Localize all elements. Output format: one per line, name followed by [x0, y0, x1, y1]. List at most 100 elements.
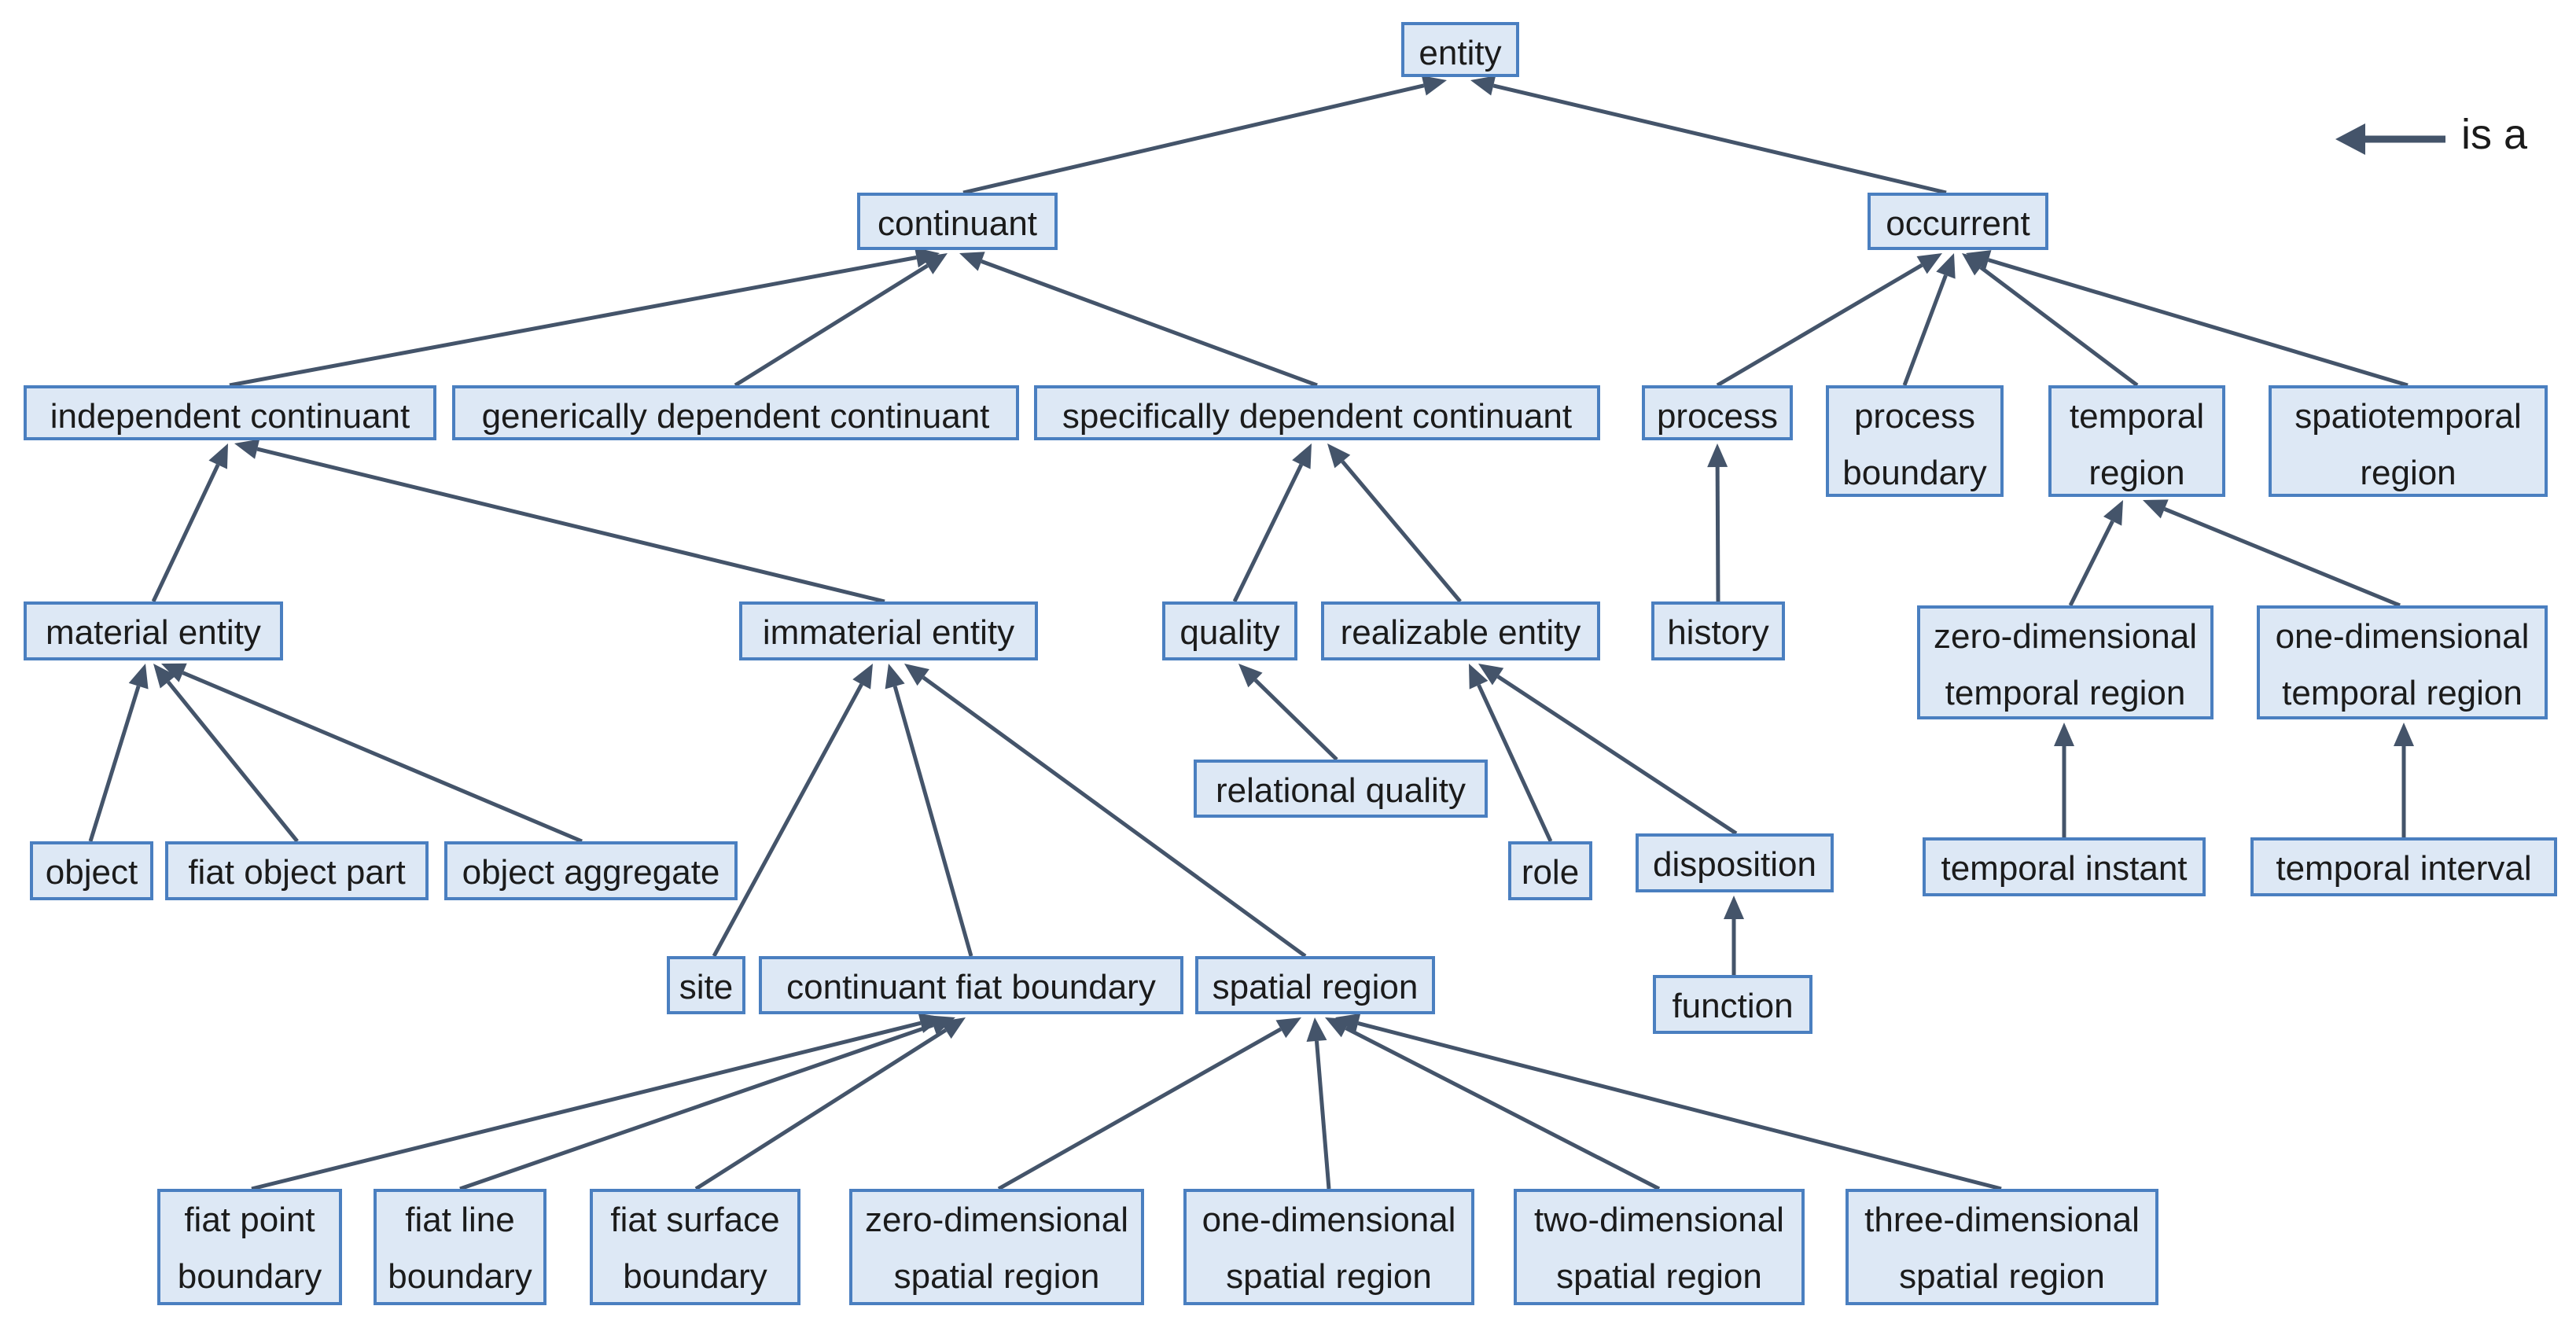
node-label-line: fiat object part — [188, 853, 406, 892]
node-label-line: object aggregate — [462, 853, 720, 892]
node-site: site — [667, 956, 745, 1014]
node-label-line: boundary — [623, 1257, 767, 1296]
arrowhead-process-boundary — [1936, 253, 1956, 279]
node-label-line: fiat line — [405, 1201, 515, 1239]
node-relational-quality: relational quality — [1194, 760, 1488, 818]
node-label-line: region — [2360, 454, 2456, 492]
arrowhead-role — [1469, 664, 1489, 690]
node-continuant: continuant — [857, 193, 1058, 250]
edge-material-entity-to-independent-continuant — [151, 464, 220, 603]
arrowhead-fiat-surface-boundary — [940, 1017, 966, 1039]
node-label-line: spatial region — [1899, 1257, 2105, 1296]
node-label-line: temporal region — [1945, 674, 2186, 712]
node-process-boundary: process boundary — [1826, 385, 2004, 497]
edge-quality-to-specifically-dependent-continuant — [1232, 463, 1304, 603]
edge-one-dimensional-spatial-region-to-spatial-region — [1314, 1040, 1331, 1190]
edge-fiat-point-boundary-to-continuant-fiat-boundary — [251, 1021, 922, 1191]
node-label-line: specifically dependent continuant — [1062, 397, 1573, 436]
arrowhead-history — [1707, 443, 1728, 468]
node-label-line: site — [679, 968, 734, 1006]
edge-two-dimensional-spatial-region-to-spatial-region — [1345, 1026, 1661, 1191]
node-material-entity: material entity — [24, 601, 283, 660]
arrowhead-fiat-object-part — [153, 664, 176, 689]
arrowhead-temporal-interval — [2394, 723, 2414, 746]
node-label-line: spatial region — [1556, 1257, 1762, 1296]
node-label-line: fiat point — [184, 1201, 315, 1239]
arrowhead-specifically-dependent-continuant — [959, 252, 985, 271]
node-object-aggregate: object aggregate — [444, 841, 738, 900]
edge-specifically-dependent-continuant-to-continuant — [981, 259, 1318, 388]
arrowhead-material-entity — [208, 443, 228, 469]
node-label-line: independent continuant — [50, 397, 410, 436]
node-two-dimensional-spatial-region: two-dimensional spatial region — [1514, 1189, 1805, 1305]
edge-zero-dimensional-temporal-region-to-temporal-region — [2068, 520, 2114, 607]
node-label-line: two-dimensional — [1534, 1201, 1784, 1239]
edge-fiat-object-part-to-material-entity — [166, 680, 299, 843]
arrowhead-disposition — [1478, 664, 1504, 686]
node-occurrent: occurrent — [1868, 193, 2048, 250]
node-label-line: fiat surface — [610, 1201, 780, 1239]
edge-zero-dimensional-spatial-region-to-spatial-region — [997, 1027, 1282, 1191]
arrowhead-one-dimensional-spatial-region — [1306, 1017, 1327, 1042]
node-label-line: material entity — [46, 613, 261, 652]
node-label-line: function — [1672, 987, 1794, 1025]
arrowhead-immaterial-entity — [234, 439, 260, 459]
edge-site-to-immaterial-entity — [712, 683, 863, 958]
edge-continuant-to-entity — [962, 83, 1425, 195]
node-label-line: temporal interval — [2276, 849, 2532, 888]
node-independent-continuant: independent continuant — [24, 385, 436, 440]
edge-occurrent-to-entity — [1492, 83, 1947, 195]
edges-layer — [88, 75, 2414, 1191]
edge-process-to-occurrent — [1716, 263, 1923, 388]
arrowhead-continuant-fiat-boundary — [885, 664, 905, 690]
edge-immaterial-entity-to-independent-continuant — [256, 447, 885, 604]
arrowhead-spatial-region — [904, 664, 929, 686]
node-continuant-fiat-boundary: continuant fiat boundary — [759, 956, 1183, 1014]
node-label-line: occurrent — [1886, 204, 2030, 243]
arrowhead-zero-dimensional-temporal-region — [2103, 500, 2123, 526]
arrowhead-temporal-instant — [2054, 723, 2074, 746]
edge-realizable-entity-to-specifically-dependent-continuant — [1341, 460, 1462, 603]
node-fiat-line-boundary: fiat line boundary — [374, 1189, 546, 1305]
edge-fiat-line-boundary-to-continuant-fiat-boundary — [459, 1023, 934, 1191]
node-label-line: zero-dimensional — [864, 1201, 1129, 1239]
node-label-line: one-dimensional — [1202, 1201, 1456, 1239]
arrowhead-three-dimensional-spatial-region — [1335, 1013, 1361, 1034]
node-specifically-dependent-continuant: specifically dependent continuant — [1034, 385, 1600, 440]
legend-arrowhead — [2335, 123, 2365, 155]
edge-independent-continuant-to-continuant — [229, 256, 917, 388]
edge-spatiotemporal-region-to-occurrent — [1988, 258, 2409, 388]
node-label-line: object — [45, 853, 138, 892]
node-fiat-surface-boundary: fiat surface boundary — [590, 1189, 800, 1305]
node-object: object — [30, 841, 153, 900]
arrowhead-relational-quality — [1238, 664, 1263, 688]
node-label-line: one-dimensional — [2275, 617, 2530, 656]
arrowhead-zero-dimensional-spatial-region — [1275, 1017, 1301, 1039]
node-spatial-region: spatial region — [1195, 956, 1435, 1014]
edge-role-to-realizable-entity — [1477, 684, 1553, 843]
edge-object-to-material-entity — [88, 685, 141, 842]
node-one-dimensional-spatial-region: one-dimensional spatial region — [1183, 1189, 1474, 1305]
node-generically-dependent-continuant: generically dependent continuant — [452, 385, 1019, 440]
node-label-line: disposition — [1653, 845, 1816, 884]
node-label-line: boundary — [1842, 454, 1987, 492]
node-label-line: boundary — [388, 1257, 532, 1296]
node-label-line: spatial region — [1212, 968, 1419, 1006]
node-label-line: spatial region — [1226, 1257, 1432, 1296]
node-label-line: process — [1853, 397, 1976, 436]
arrowhead-site — [852, 664, 873, 690]
node-fiat-object-part: fiat object part — [165, 841, 429, 900]
edge-generically-dependent-continuant-to-continuant — [734, 263, 929, 388]
edge-spatial-region-to-immaterial-entity — [922, 675, 1307, 958]
legend — [2335, 123, 2445, 155]
node-label-line: temporal region — [2282, 674, 2523, 712]
edge-history-to-process — [1715, 466, 1720, 602]
node-label-line: zero-dimensional — [1933, 617, 2198, 656]
arrowhead-object-aggregate — [161, 663, 187, 682]
node-label-line: history — [1667, 613, 1769, 652]
arrowhead-spatiotemporal-region — [1966, 250, 1992, 270]
node-one-dimensional-temporal-region: one-dimensional temporal region — [2257, 605, 2548, 719]
